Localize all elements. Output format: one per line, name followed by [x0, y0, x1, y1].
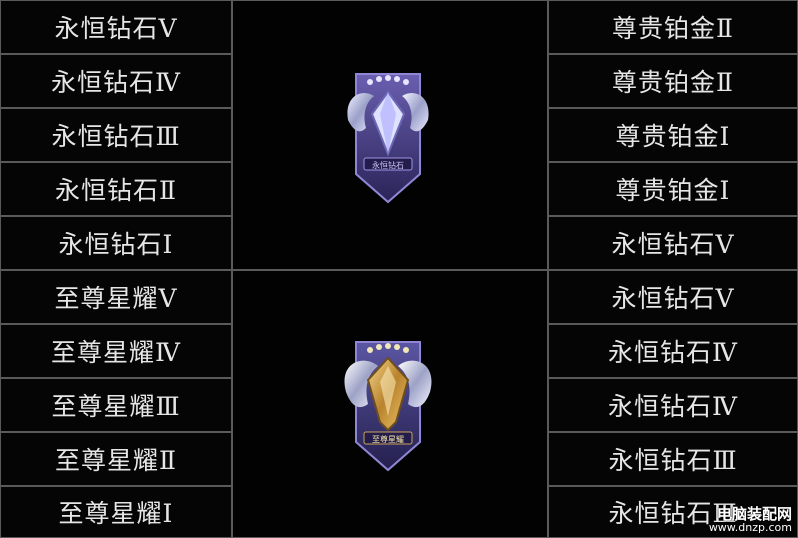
right-rank-label: 尊贵铂金Ⅱ	[612, 14, 734, 43]
left-rank-label: 永恒钻石Ⅰ	[58, 230, 174, 259]
right-rank-label: 永恒钻石Ⅴ	[611, 230, 735, 259]
left-rank-cell: 永恒钻石Ⅰ	[0, 216, 232, 270]
left-rank-label: 至尊星耀Ⅴ	[54, 284, 178, 313]
left-rank-label: 至尊星耀Ⅱ	[55, 446, 177, 475]
right-rank-label: 永恒钻石Ⅲ	[608, 446, 738, 475]
left-rank-cell: 至尊星耀Ⅴ	[0, 270, 232, 324]
watermark: 电脑装配网 www.dnzp.com	[709, 506, 792, 534]
left-rank-cell: 永恒钻石Ⅴ	[0, 0, 232, 54]
right-rank-label: 永恒钻石Ⅳ	[608, 338, 738, 367]
left-rank-label: 永恒钻石Ⅴ	[54, 14, 178, 43]
right-rank-cell: 尊贵铂金Ⅱ	[548, 0, 798, 54]
right-rank-cell: 尊贵铂金Ⅰ	[548, 108, 798, 162]
right-rank-cell: 永恒钻石Ⅲ	[548, 432, 798, 486]
watermark-title: 电脑装配网	[716, 505, 792, 523]
right-rank-label: 永恒钻石Ⅴ	[611, 284, 735, 313]
left-rank-label: 至尊星耀Ⅲ	[51, 392, 181, 421]
right-rank-label: 尊贵铂金Ⅱ	[612, 68, 734, 97]
right-rank-cell: 永恒钻石Ⅳ	[548, 378, 798, 432]
left-rank-label: 永恒钻石Ⅲ	[51, 122, 181, 151]
left-rank-cell: 至尊星耀Ⅳ	[0, 324, 232, 378]
starlight-rank-badge-icon: 至尊星耀	[344, 341, 432, 472]
right-rank-cell: 永恒钻石Ⅳ	[548, 324, 798, 378]
left-rank-label: 至尊星耀Ⅰ	[58, 499, 174, 528]
right-rank-cell: 尊贵铂金Ⅰ	[548, 162, 798, 216]
right-rank-label: 永恒钻石Ⅳ	[608, 392, 738, 421]
left-rank-cell: 至尊星耀Ⅱ	[0, 432, 232, 486]
right-rank-label: 尊贵铂金Ⅰ	[615, 176, 731, 205]
left-rank-label: 至尊星耀Ⅳ	[51, 338, 181, 367]
diamond-rank-badge-icon: 永恒钻石	[347, 73, 429, 204]
watermark-url: www.dnzp.com	[708, 521, 792, 534]
right-rank-label: 永恒钻石Ⅲ	[608, 499, 738, 528]
right-rank-cell: 尊贵铂金Ⅱ	[548, 54, 798, 108]
right-rank-label: 尊贵铂金Ⅰ	[615, 122, 731, 151]
right-rank-cell: 永恒钻石Ⅴ	[548, 270, 798, 324]
left-rank-cell: 至尊星耀Ⅲ	[0, 378, 232, 432]
diamond-badge-label: 永恒钻石	[372, 160, 404, 170]
left-rank-label: 永恒钻石Ⅳ	[51, 68, 181, 97]
right-rank-cell: 永恒钻石Ⅴ	[548, 216, 798, 270]
left-rank-cell: 至尊星耀Ⅰ	[0, 486, 232, 538]
left-rank-cell: 永恒钻石Ⅱ	[0, 162, 232, 216]
left-rank-label: 永恒钻石Ⅱ	[55, 176, 177, 205]
starlight-badge-label: 至尊星耀	[372, 434, 404, 444]
left-rank-cell: 永恒钻石Ⅲ	[0, 108, 232, 162]
left-rank-cell: 永恒钻石Ⅳ	[0, 54, 232, 108]
